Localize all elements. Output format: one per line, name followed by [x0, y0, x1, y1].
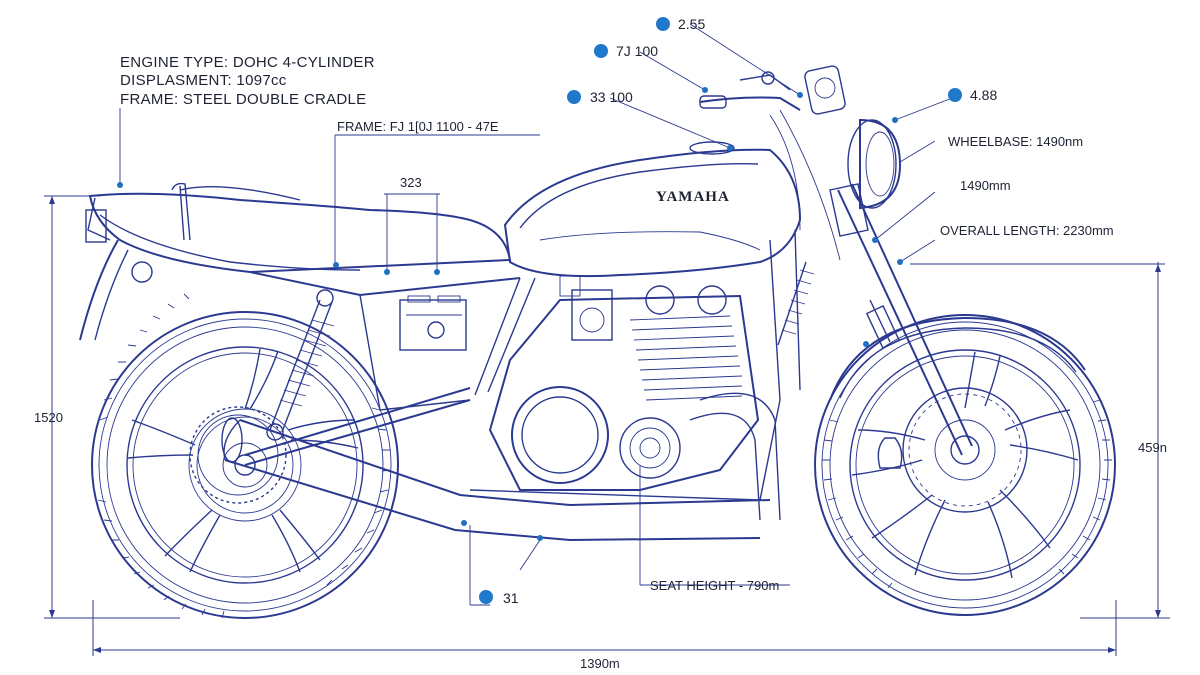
displacement-label: DISPLASMENT: 1097cc: [120, 72, 287, 89]
callout-labels: 2.55 7J 100 33 100 4.88 FRAME: FJ 1[0J 1…: [337, 16, 1114, 606]
wheelbase-label: WHEELBASE: 1490nm: [948, 134, 1083, 149]
rear-suspension: [244, 261, 815, 466]
engine: [488, 275, 760, 491]
callout-33-100: 33 100: [590, 89, 633, 105]
frame-type-label: FRAME: STEEL DOUBLE CRADLE: [120, 91, 366, 108]
frame-model-label: FRAME: FJ 1[0J 1100 - 47E: [337, 119, 499, 134]
overall-length-label: OVERALL LENGTH: 2230mm: [940, 223, 1114, 238]
callout-323: 323: [400, 175, 422, 190]
front-fork: [829, 183, 1086, 456]
dimension-lines: [44, 195, 1170, 656]
fuel-tank: [503, 141, 802, 278]
front-wheel: [814, 314, 1116, 616]
bottom-length-dimension: 1390m: [580, 656, 620, 671]
leader-lines: [119, 23, 961, 606]
seat-and-tail: [79, 182, 512, 341]
callout-bullets: [479, 17, 962, 604]
dimension-labels: 1520 459n 1390m: [34, 410, 1167, 671]
right-height-dimension: 459n: [1138, 440, 1167, 455]
exhaust: [221, 392, 781, 542]
front-end: [699, 65, 902, 261]
rear-wheel: [91, 293, 399, 619]
side-box: [399, 295, 467, 351]
callout-7j-100: 7J 100: [616, 43, 658, 59]
frame: [249, 229, 801, 501]
tank-brand: YAMAHA: [656, 189, 730, 205]
callout-31: 31: [503, 590, 519, 606]
left-height-dimension: 1520: [34, 410, 63, 425]
seat-height-label: SEAT HEIGHT - 790m: [650, 578, 779, 593]
callout-4-88: 4.88: [970, 87, 997, 103]
engine-type-label: ENGINE TYPE: DOHC 4-CYLINDER: [120, 54, 375, 71]
spec-block: ENGINE TYPE: DOHC 4-CYLINDER DISPLASMENT…: [120, 54, 375, 108]
leader-dots: [117, 87, 903, 541]
callout-1490mm: 1490mm: [960, 178, 1011, 193]
callout-2-55: 2.55: [678, 16, 705, 32]
